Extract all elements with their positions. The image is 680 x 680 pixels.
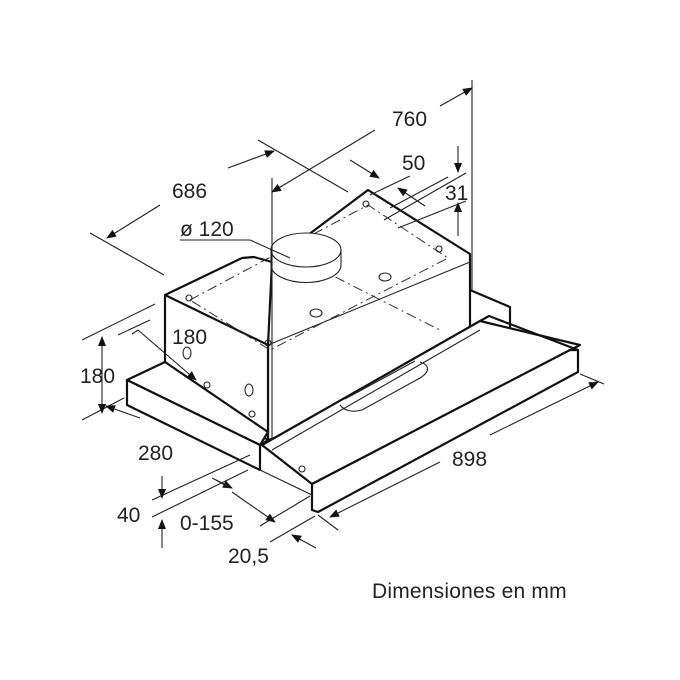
dim-180-left: 180: [80, 365, 115, 388]
dim-180-upper: 180: [172, 326, 207, 349]
dim-50: 50: [402, 152, 425, 175]
units-caption: Dimensiones en mm: [372, 580, 567, 603]
duct-collar: [270, 232, 342, 284]
dim-20-5: 20,5: [228, 545, 269, 568]
dim-extension: 0-155: [180, 512, 234, 535]
telescopic-drawer: [259, 314, 582, 514]
dim-686: 686: [172, 180, 207, 203]
dim-898: 898: [452, 448, 487, 471]
dimension-lines: [81, 80, 605, 549]
dim-duct-diameter: ø 120: [180, 218, 234, 241]
dim-31: 31: [445, 182, 468, 205]
dim-760: 760: [392, 108, 427, 131]
dim-40: 40: [117, 504, 140, 527]
dim-280: 280: [138, 442, 173, 465]
